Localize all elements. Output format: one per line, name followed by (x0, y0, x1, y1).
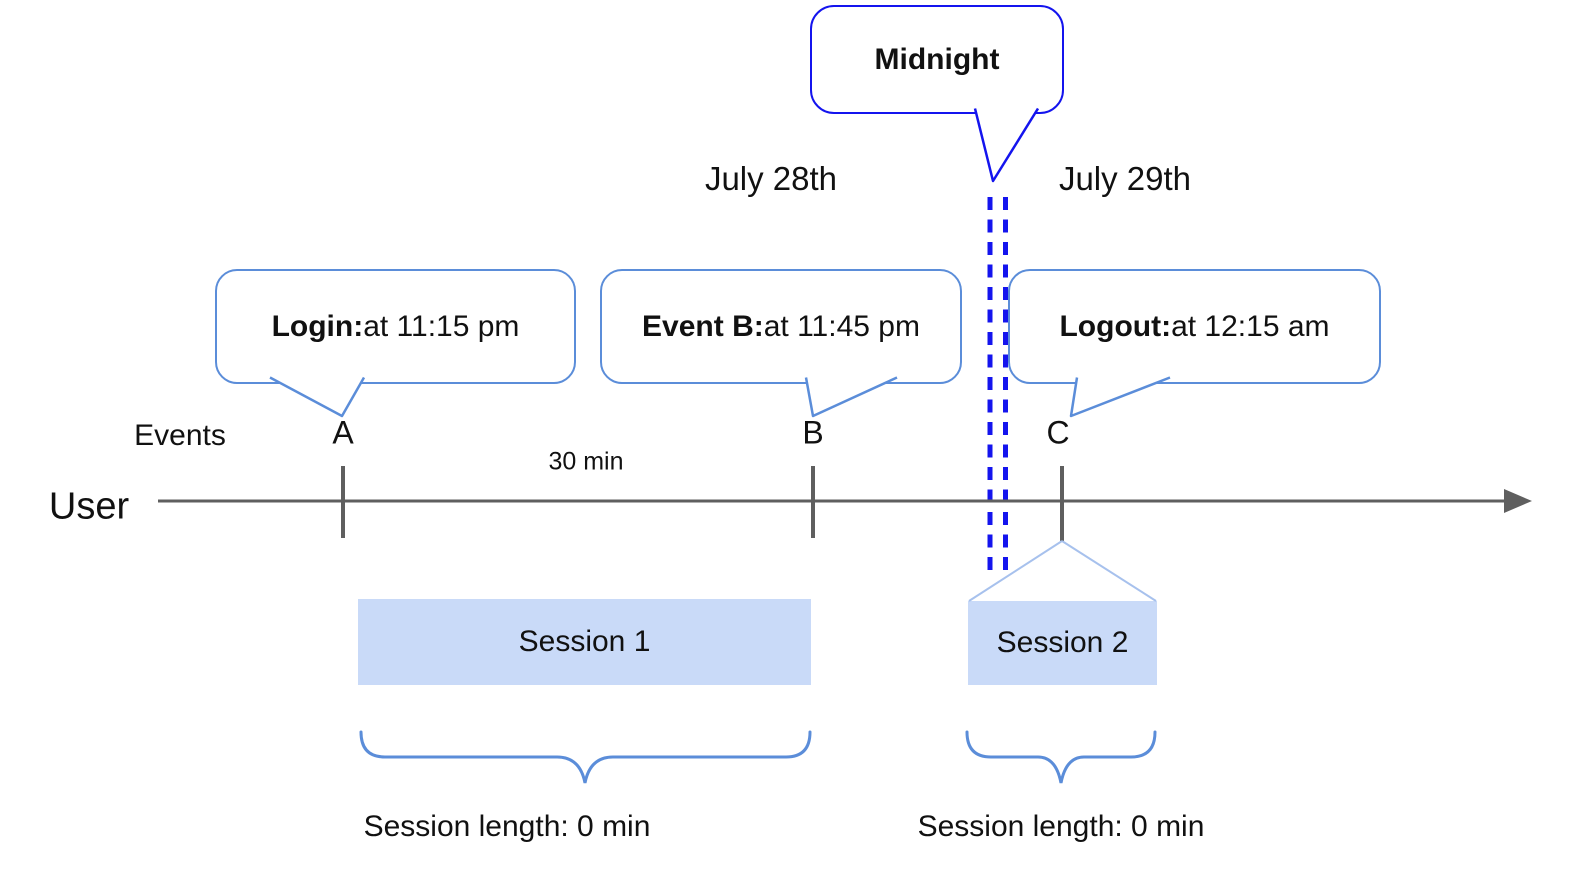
session-1-label: Session 1 (518, 625, 651, 658)
date-label-july-29: July 29th (1058, 160, 1192, 197)
login-callout-title: Login: (271, 309, 364, 343)
event-b-callout-time: at 11:45 pm (763, 309, 920, 343)
session-2-label: Session 2 (996, 626, 1129, 659)
event-marker-c-label: C (1046, 414, 1070, 451)
session-1-brace (359, 730, 812, 784)
user-axis-label: User (48, 485, 130, 528)
session-2-fan-line-left (968, 540, 1063, 602)
event-b-callout-title: Event B: (642, 309, 764, 343)
login-callout-bubble: Login: at 11:15 pm (215, 269, 576, 384)
logout-callout-bubble: Logout: at 12:15 am (1008, 269, 1381, 384)
midnight-callout-label: Midnight (874, 42, 1000, 76)
session-1-box: Session 1 (358, 599, 811, 685)
session-2-box: Session 2 (968, 601, 1157, 685)
timeline-arrowhead-icon (1504, 489, 1532, 513)
date-label-july-28: July 28th (704, 160, 838, 197)
midnight-callout-bubble: Midnight (810, 5, 1064, 114)
session-2-brace (965, 730, 1157, 784)
event-marker-b-label: B (802, 414, 824, 451)
events-axis-label: Events (134, 419, 226, 452)
session-1-length-label: Session length: 0 min (363, 810, 651, 843)
logout-callout-time: at 12:15 am (1171, 309, 1330, 343)
interval-30min-label: 30 min (548, 447, 624, 476)
login-callout-time: at 11:15 pm (363, 309, 520, 343)
session-2-length-label: Session length: 0 min (917, 810, 1205, 843)
logout-callout-title: Logout: (1059, 309, 1172, 343)
event-b-callout-bubble: Event B: at 11:45 pm (600, 269, 962, 384)
event-marker-a-label: A (332, 414, 354, 451)
midnight-callout-tail (973, 107, 1040, 183)
session-2-fan-line-right (1061, 540, 1157, 602)
